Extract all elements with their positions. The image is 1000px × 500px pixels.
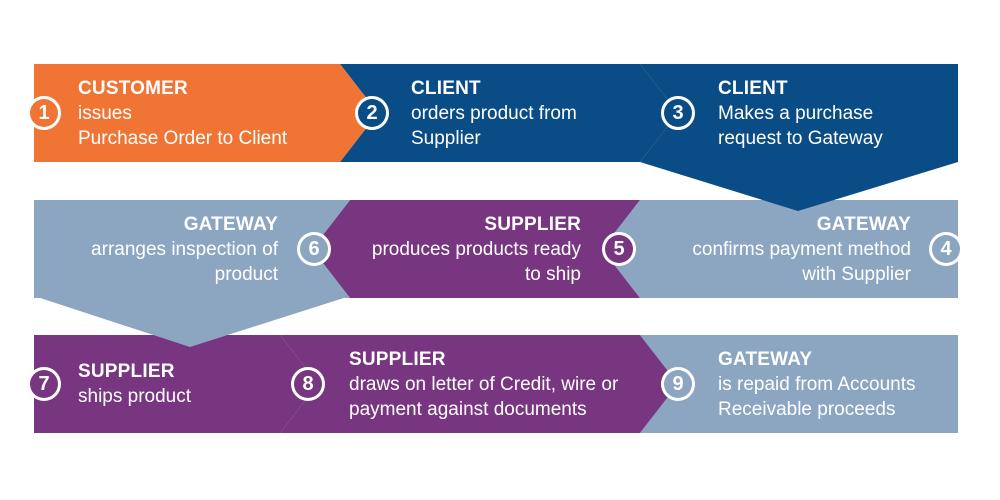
step-3-badge: 3: [661, 96, 695, 130]
step-9-description: is repaid from Accounts Receivable proce…: [718, 374, 916, 420]
step-5-description: produces products ready to ship: [371, 239, 581, 285]
step-8-badge: 8: [291, 367, 325, 401]
step-4-shape: [602, 200, 958, 298]
step-8-text: SUPPLIER draws on letter of Credit, wire…: [349, 347, 649, 422]
step-6-text: GATEWAY arranges inspection of product: [40, 212, 278, 287]
step-2-badge: 2: [355, 96, 389, 130]
step-4-role: GATEWAY: [816, 214, 911, 235]
step-9-text: GATEWAY is repaid from Accounts Receivab…: [718, 347, 953, 422]
step-7-description: ships product: [78, 386, 192, 407]
step-7-role: SUPPLIER: [78, 361, 175, 382]
step-9-badge: 9: [661, 367, 695, 401]
step-2-text: CLIENT orders product from Supplier: [411, 76, 631, 151]
step-4-text: GATEWAY confirms payment method with Sup…: [640, 212, 911, 287]
step-3-text: CLIENT Makes a purchase request to Gatew…: [718, 76, 948, 151]
step-2-description: orders product from Supplier: [411, 103, 577, 149]
step-5-role: SUPPLIER: [484, 214, 581, 235]
step-7-badge: 7: [27, 367, 61, 401]
step-4-description: confirms payment method with Supplier: [692, 239, 911, 285]
step-6-arrow-down: [34, 296, 350, 347]
step-7-text: SUPPLIER ships product: [78, 359, 268, 409]
step-6-badge: 6: [297, 232, 331, 266]
step-1-description: issues Purchase Order to Client: [78, 103, 288, 149]
step-3-shape: [640, 64, 958, 211]
step-5-text: SUPPLIER produces products ready to ship: [345, 212, 581, 287]
step-1-text: CUSTOMER issues Purchase Order to Client: [78, 76, 328, 151]
step-9-role: GATEWAY: [718, 349, 813, 370]
step-1-badge: 1: [27, 96, 61, 130]
step-4-badge: 4: [929, 232, 963, 266]
step-2-shape: [340, 64, 678, 162]
step-8-description: draws on letter of Credit, wire or payme…: [349, 374, 619, 420]
step-5-badge: 5: [602, 232, 636, 266]
step-7-shape: [34, 335, 318, 433]
step-8-role: SUPPLIER: [349, 349, 446, 370]
step-8-shape: [280, 335, 678, 433]
step-6-body: [34, 200, 350, 298]
step-1-role: CUSTOMER: [78, 78, 188, 99]
step-9-shape: [640, 335, 958, 433]
step-1-shape: [34, 64, 378, 162]
step-3-role: CLIENT: [718, 78, 788, 99]
step-6-description: arranges inspection of product: [91, 239, 278, 285]
step-6-role: GATEWAY: [183, 214, 278, 235]
step-2-role: CLIENT: [411, 78, 481, 99]
step-5-shape: [312, 200, 640, 298]
step-3-description: Makes a purchase request to Gateway: [718, 103, 883, 149]
